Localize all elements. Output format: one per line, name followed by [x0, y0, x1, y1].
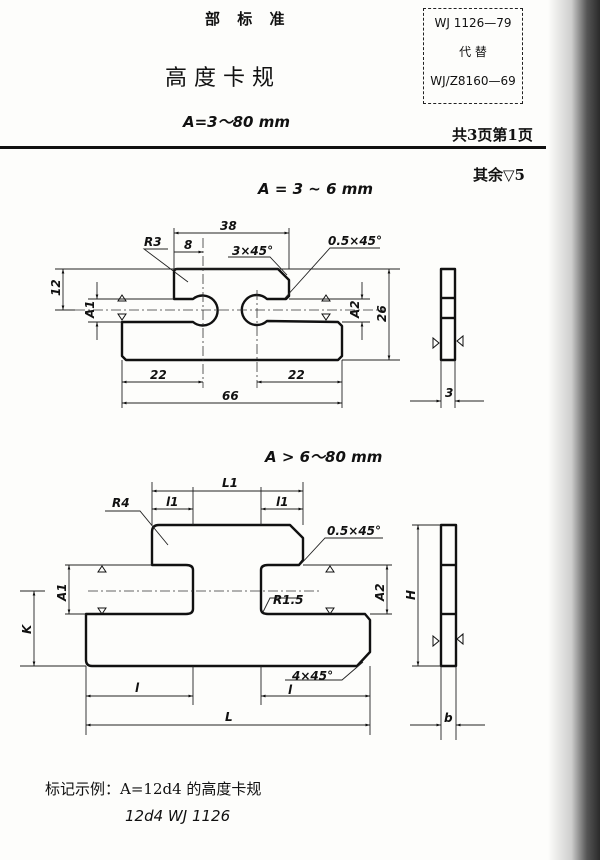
page-binding-shadow [548, 0, 600, 860]
large-gauge-front-view: L1 l1 l1 R4 0.5×45° A1 A2 R1.5 K 4×45° l… [20, 476, 392, 735]
small-drawing-caption: A = 3 ~ 6 mm [258, 180, 373, 198]
small-gauge-outline [120, 267, 344, 362]
dimension-label: l1 [166, 495, 178, 509]
dimension-label: A1 [83, 300, 97, 319]
dimension-label: 26 [375, 305, 389, 322]
standard-code-box: WJ 1126—79 代 替 WJ/Z8160—69 [423, 8, 523, 104]
dimension-label: R4 [112, 496, 130, 510]
dimension-label: l [288, 683, 293, 697]
dimension-label: R1.5 [273, 593, 304, 607]
dimension-label: 4×45° [291, 669, 333, 683]
surface-roughness-note: 其余▽5 [473, 166, 525, 184]
dimension-label: 12 [49, 279, 63, 296]
dimension-label: K [20, 623, 34, 634]
dimension-label: A1 [55, 583, 69, 602]
replaces-label: 代 替 [459, 45, 487, 59]
header-divider [0, 146, 546, 149]
dimension-label: H [404, 590, 418, 600]
dimension-label: 38 [220, 219, 237, 233]
range-label: A=3～80 mm [183, 113, 290, 131]
marking-example: 标记示例：A=12d4 的高度卡规 [45, 780, 262, 798]
large-drawing-caption: A > 6～80 mm [265, 448, 383, 466]
standard-label: 部 标 准 [205, 10, 291, 28]
page-info: 共3页第1页 [452, 126, 533, 144]
dimension-label: l [135, 681, 140, 695]
large-gauge-outline [84, 523, 372, 668]
standard-code: WJ 1126—79 [434, 16, 512, 30]
dimension-label: 22 [288, 368, 305, 382]
page-title: 高 度 卡 规 [165, 66, 274, 91]
dimension-label: b [444, 711, 453, 725]
dimension-label: 0.5×45° [328, 234, 382, 248]
large-gauge-side-view: H b [404, 523, 485, 740]
dimension-label: l1 [276, 495, 288, 509]
dimension-label: 22 [150, 368, 167, 382]
replaced-code: WJ/Z8160—69 [430, 74, 516, 88]
dimension-label: L [225, 710, 233, 724]
dimension-label: 0.5×45° [327, 524, 381, 538]
marking-designation: 12d4 WJ 1126 [125, 807, 231, 825]
dimension-label: 3 [445, 386, 453, 400]
dimension-label: A2 [373, 583, 387, 602]
dimension-label: A2 [348, 300, 362, 319]
small-gauge-front-view: 38 R3 8 3×45° 0.5×45° 12 26 A1 A2 22 22 … [49, 219, 400, 408]
dimension-label: L1 [222, 476, 238, 490]
dimension-label: 3×45° [232, 244, 273, 258]
small-gauge-side-view: 3 [410, 267, 484, 408]
dimension-label: 66 [222, 389, 239, 403]
dimension-label: 8 [184, 238, 192, 252]
dimension-label: R3 [144, 235, 162, 249]
